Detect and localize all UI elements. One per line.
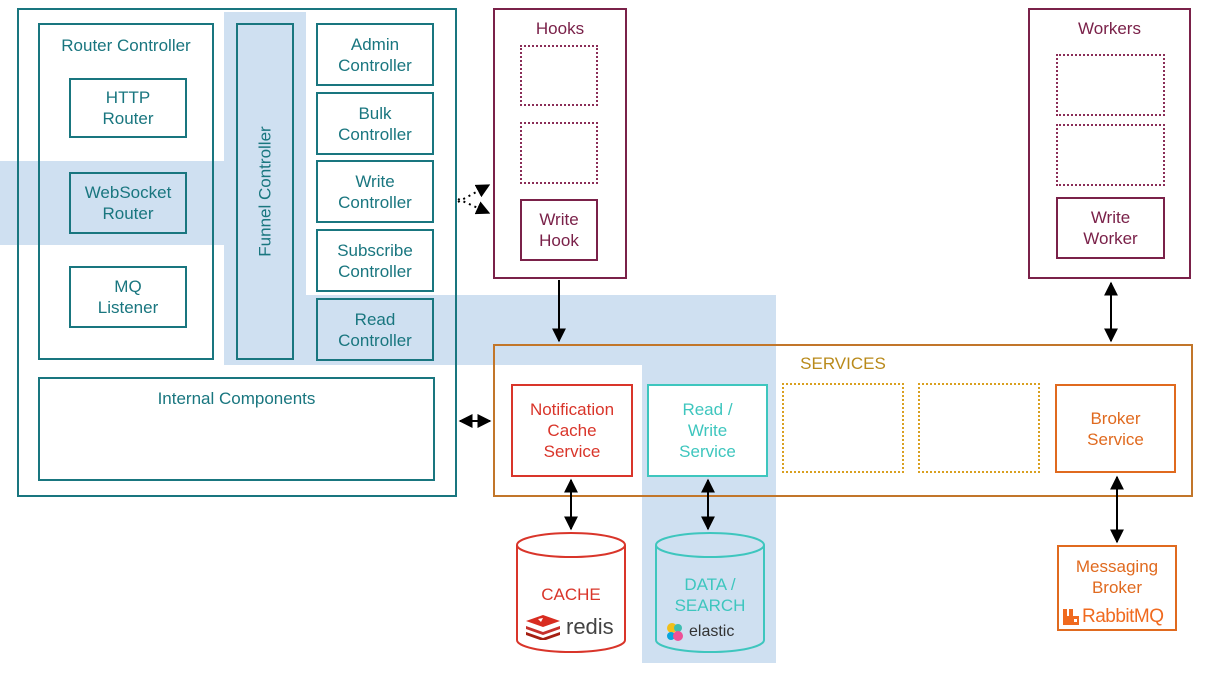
websocket-router-box: WebSocket Router (69, 172, 187, 234)
redis-logo: redis (524, 613, 624, 641)
hook-placeholder-1 (520, 45, 598, 106)
hooks-title: Hooks (535, 19, 585, 38)
elastic-logo-text: elastic (689, 623, 735, 640)
workers-frame (1028, 8, 1191, 279)
data-search-label: DATA / SEARCH (674, 575, 746, 615)
data-search-cylinder (655, 532, 765, 653)
workers-title: Workers (1078, 19, 1141, 38)
redis-logo-text: redis (566, 614, 614, 639)
read-write-service-box: Read / Write Service (647, 384, 768, 477)
worker-placeholder-2 (1056, 124, 1165, 186)
read-controller-box: Read Controller (316, 298, 434, 361)
broker-service-box: Broker Service (1055, 384, 1176, 473)
http-router-box: HTTP Router (69, 78, 187, 138)
mq-listener-box: MQ Listener (69, 266, 187, 328)
notification-cache-service-box: Notification Cache Service (511, 384, 633, 477)
service-placeholder-1 (782, 383, 904, 473)
messaging-broker-label: Messaging Broker (1075, 557, 1159, 597)
services-title: SERVICES (800, 354, 886, 373)
router-controller-frame (38, 23, 214, 360)
elastic-icon (667, 623, 683, 641)
internal-components-box (38, 377, 435, 481)
service-placeholder-2 (918, 383, 1040, 473)
cache-label: CACHE (541, 585, 601, 604)
services-frame (493, 344, 1193, 497)
kuzzle-frame (17, 8, 457, 497)
bulk-controller-box: Bulk Controller (316, 92, 434, 155)
internal-components-label: Internal Components (157, 389, 316, 408)
worker-placeholder-1 (1056, 54, 1165, 116)
rabbitmq-logo: RabbitMQ (1062, 606, 1174, 628)
write-hook-box: Write Hook (520, 199, 598, 261)
hooks-frame (493, 8, 627, 279)
write-worker-box: Write Worker (1056, 197, 1165, 259)
rabbitmq-icon (1063, 609, 1079, 625)
hook-placeholder-2 (520, 122, 598, 184)
subscribe-controller-box: Subscribe Controller (316, 229, 434, 292)
dotted-arrow-down (457, 198, 491, 215)
rabbitmq-logo-text: RabbitMQ (1082, 606, 1164, 627)
router-controller-label: Router Controller (61, 36, 191, 55)
dotted-arrow-up (457, 184, 491, 203)
write-controller-box: Write Controller (316, 160, 434, 223)
funnel-controller-box: Funnel Controller (236, 23, 294, 360)
redis-icon (526, 615, 560, 640)
elastic-logo: elastic (664, 621, 760, 643)
admin-controller-box: Admin Controller (316, 23, 434, 86)
highlight-read-band (306, 295, 776, 365)
